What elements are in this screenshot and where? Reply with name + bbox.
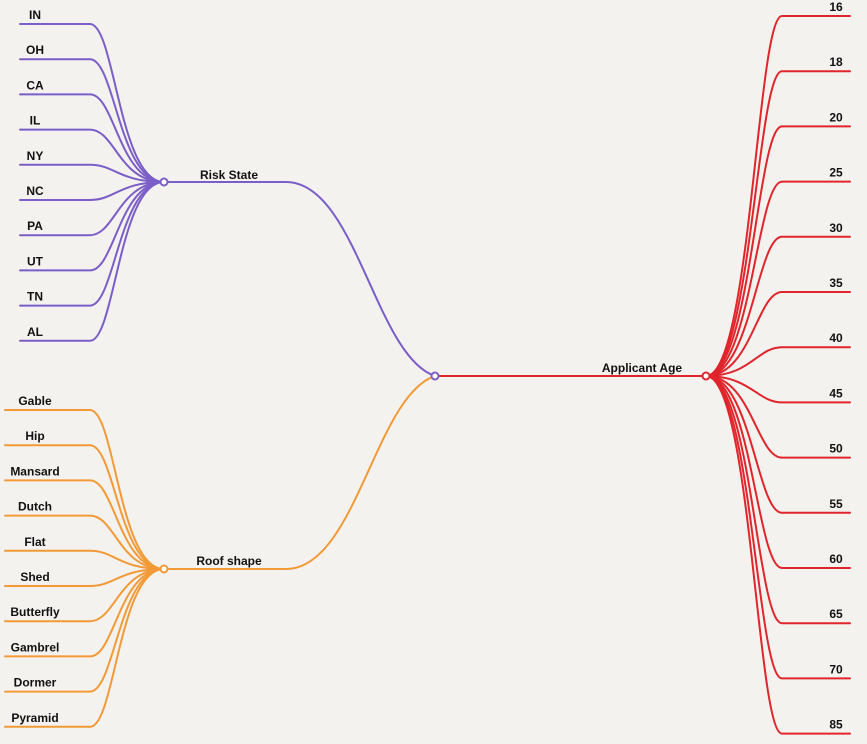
- edge-root-roof-shape: [163, 375, 436, 570]
- leaf-age-60[interactable]: 60: [829, 552, 843, 566]
- root-node-dot[interactable]: [430, 371, 440, 381]
- leaf-risk-state-in[interactable]: IN: [29, 8, 41, 22]
- leaf-age-85[interactable]: 85: [829, 718, 843, 732]
- edge-roof-shape-gambrel: [4, 568, 165, 658]
- edge-roof-shape-mansard: [4, 479, 165, 570]
- leaf-risk-state-nc[interactable]: NC: [26, 184, 44, 198]
- edge-risk-state-ca: [19, 93, 165, 183]
- leaf-age-70[interactable]: 70: [829, 662, 843, 676]
- edge-root-risk-state: [163, 181, 436, 377]
- leaf-age-30[interactable]: 30: [829, 221, 843, 235]
- leaf-roof-shape-dutch[interactable]: Dutch: [18, 500, 52, 514]
- leaf-risk-state-tn[interactable]: TN: [27, 290, 43, 304]
- edge-roof-shape-dutch: [4, 514, 165, 570]
- leaf-age-65[interactable]: 65: [829, 607, 843, 621]
- leaf-roof-shape-butterfly[interactable]: Butterfly: [10, 605, 60, 619]
- edge-roof-shape-dormer: [4, 568, 165, 693]
- leaf-roof-shape-hip[interactable]: Hip: [25, 429, 44, 443]
- edge-roof-shape-hip: [4, 444, 165, 570]
- edge-age-60: [705, 375, 851, 569]
- leaf-roof-shape-flat[interactable]: Flat: [24, 535, 45, 549]
- branch-applicant-age-label: Applicant Age: [602, 361, 683, 375]
- edge-age-16: [705, 15, 851, 377]
- leaf-age-16[interactable]: 16: [829, 0, 843, 14]
- root-node[interactable]: [430, 371, 440, 381]
- leaf-roof-shape-dormer[interactable]: Dormer: [14, 676, 57, 690]
- leaf-roof-shape-shed[interactable]: Shed: [20, 570, 49, 584]
- edge-risk-state-ut: [19, 181, 165, 272]
- edge-age-45: [705, 375, 851, 404]
- branch-applicant-age-dot[interactable]: [701, 371, 711, 381]
- branch-risk-state-label: Risk State: [200, 168, 258, 182]
- edge-age-40: [705, 346, 851, 377]
- leaf-age-50[interactable]: 50: [829, 442, 843, 456]
- leaf-age-40[interactable]: 40: [829, 331, 843, 345]
- branch-roof-shape-dot[interactable]: [159, 564, 169, 574]
- edges-layer: [4, 15, 851, 735]
- edge-age-65: [705, 375, 851, 625]
- leaf-risk-state-ut[interactable]: UT: [27, 254, 44, 268]
- edge-risk-state-nc: [19, 181, 165, 201]
- branch-roof-shape-label: Roof shape: [196, 554, 262, 568]
- edge-age-70: [705, 375, 851, 680]
- leaf-risk-state-pa[interactable]: PA: [27, 219, 43, 233]
- edge-age-55: [705, 375, 851, 514]
- edge-roof-shape-flat: [4, 549, 165, 570]
- leaf-age-35[interactable]: 35: [829, 276, 843, 290]
- edge-roof-shape-pyramid: [4, 568, 165, 728]
- edge-roof-shape-butterfly: [4, 568, 165, 623]
- applicant-age-leaves: 16 18 20 25 30 35 40 45 50 55 60 65 70 85: [829, 0, 843, 732]
- edge-age-18: [705, 70, 851, 377]
- roof-shape-leaves: GableHipMansardDutchFlatShedButterflyGam…: [10, 394, 60, 725]
- edge-roof-shape-gable: [4, 409, 165, 570]
- leaf-age-55[interactable]: 55: [829, 497, 843, 511]
- edge-risk-state-il: [19, 128, 165, 183]
- leaf-age-20[interactable]: 20: [829, 110, 843, 124]
- branch-roof-shape[interactable]: Roof shape GableHipMansardDutchFlatShedB…: [10, 394, 262, 725]
- leaf-risk-state-il[interactable]: IL: [30, 114, 41, 128]
- branch-risk-state[interactable]: Risk State IN OH CA IL NY NC PA UT TN AL: [26, 8, 258, 339]
- edge-risk-state-al: [19, 181, 165, 342]
- branch-risk-state-dot[interactable]: [159, 177, 169, 187]
- leaf-risk-state-oh[interactable]: OH: [26, 43, 44, 57]
- edge-risk-state-oh: [19, 58, 165, 183]
- edge-risk-state-ny: [19, 163, 165, 183]
- edge-roof-shape-shed: [4, 568, 165, 587]
- edge-age-30: [705, 235, 851, 377]
- leaf-roof-shape-gable[interactable]: Gable: [18, 394, 52, 408]
- edge-age-25: [705, 180, 851, 377]
- edge-risk-state-pa: [19, 181, 165, 237]
- edge-risk-state-in: [19, 23, 165, 183]
- leaf-risk-state-ca[interactable]: CA: [26, 78, 44, 92]
- edge-risk-state-tn: [19, 181, 165, 307]
- leaf-roof-shape-pyramid[interactable]: Pyramid: [11, 711, 58, 725]
- leaf-age-18[interactable]: 18: [829, 55, 843, 69]
- leaf-roof-shape-gambrel[interactable]: Gambrel: [11, 640, 60, 654]
- edge-age-20: [705, 125, 851, 377]
- risk-state-leaves: IN OH CA IL NY NC PA UT TN AL: [26, 8, 44, 339]
- edge-age-85: [705, 375, 851, 735]
- leaf-age-25[interactable]: 25: [829, 166, 843, 180]
- edge-age-35: [705, 291, 851, 377]
- leaf-roof-shape-mansard[interactable]: Mansard: [10, 464, 59, 478]
- leaf-age-45[interactable]: 45: [829, 386, 843, 400]
- leaf-risk-state-ny[interactable]: NY: [27, 149, 44, 163]
- leaf-risk-state-al[interactable]: AL: [27, 325, 43, 339]
- branch-applicant-age[interactable]: Applicant Age 16 18 20 25 30 35 40 45 50 55 60 65 70…: [602, 0, 843, 732]
- edge-age-50: [705, 375, 851, 459]
